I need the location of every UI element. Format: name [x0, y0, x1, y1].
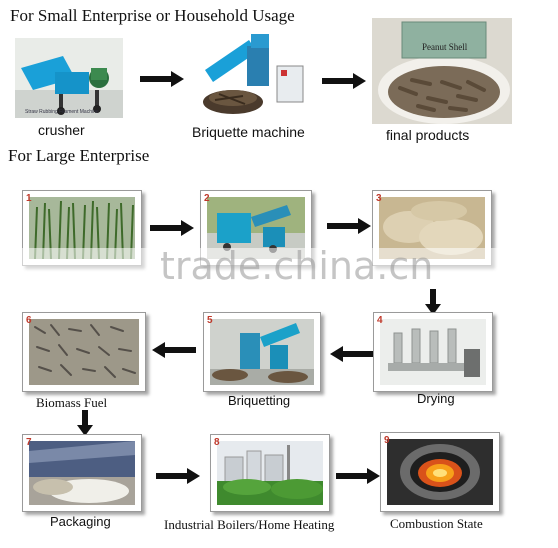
step-number: 3 — [376, 193, 382, 204]
label-step-9: Combustion State — [390, 516, 483, 531]
watermark-text: trade.china.cn — [160, 244, 434, 288]
step-number: 7 — [26, 437, 32, 448]
final-products-photo: Peanut Shell — [372, 18, 512, 124]
step-7-frame: 7 — [22, 434, 142, 512]
arrow-right-icon — [150, 220, 194, 236]
watermark-band — [0, 248, 558, 282]
label-step-5: Briquetting — [228, 393, 291, 408]
label-step-7: Packaging — [50, 514, 111, 529]
label-crusher: crusher — [38, 122, 85, 138]
step-8-frame: 8 — [210, 434, 330, 512]
step-number: 6 — [26, 315, 32, 326]
crusher-photo: Straw Rubbing Filament Machine — [15, 38, 123, 118]
label-briquette-machine: Briquette machine — [192, 124, 305, 140]
arrow-right-icon — [322, 73, 366, 89]
arrow-down-icon — [425, 289, 441, 315]
step-number: 4 — [377, 315, 383, 326]
heading-large-enterprise: For Large Enterprise — [8, 146, 150, 165]
step-5-photo — [210, 319, 314, 385]
briquette-machine-photo — [195, 30, 311, 122]
arrow-down-icon — [77, 410, 93, 436]
step-9-frame: 9 — [380, 432, 500, 512]
label-step-6: Biomass Fuel — [36, 395, 108, 410]
arrow-right-icon — [140, 71, 184, 87]
step-5-frame: 5 — [203, 312, 321, 392]
step-number: 5 — [207, 315, 213, 326]
step-7-photo — [29, 441, 135, 505]
arrow-right-icon — [336, 468, 380, 484]
arrow-left-icon — [152, 342, 196, 358]
step-number: 2 — [204, 193, 210, 204]
heading-small-enterprise: For Small Enterprise or Household Usage — [10, 6, 295, 25]
step-4-photo — [380, 319, 486, 385]
step-6-photo — [29, 319, 139, 385]
label-step-8: Industrial Boilers/Home Heating — [164, 517, 335, 532]
peanut-shell-sign: Peanut Shell — [422, 42, 468, 52]
label-step-4: Drying — [417, 391, 455, 406]
step-9-photo — [387, 439, 493, 505]
step-number: 1 — [26, 193, 32, 204]
arrow-left-icon — [330, 346, 374, 362]
step-6-frame: 6 — [22, 312, 146, 392]
arrow-right-icon — [156, 468, 200, 484]
step-number: 9 — [384, 435, 390, 446]
arrow-right-icon — [327, 218, 371, 234]
step-4-frame: 4 — [373, 312, 493, 392]
label-final-products: final products — [386, 127, 470, 143]
crusher-photo-caption: Straw Rubbing Filament Machine — [25, 109, 99, 115]
step-number: 8 — [214, 437, 220, 448]
step-8-photo — [217, 441, 323, 505]
